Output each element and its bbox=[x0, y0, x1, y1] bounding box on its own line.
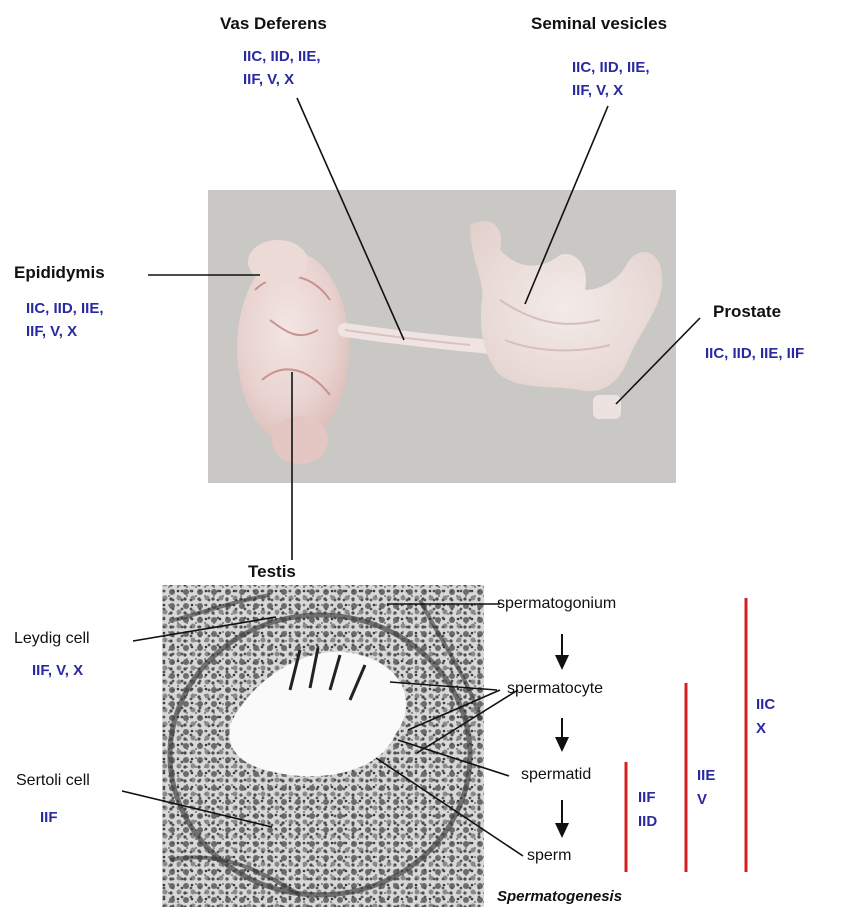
stage-sperm: sperm bbox=[527, 847, 571, 865]
seminal-vesicles-codes: IIC, IID, IIE, IIF, V, X bbox=[572, 56, 650, 102]
leydig-cell-codes: IIF, V, X bbox=[32, 659, 83, 682]
prostate-organ bbox=[593, 395, 621, 419]
epididymis-label: Epididymis bbox=[14, 263, 105, 283]
testis-histology bbox=[162, 585, 484, 907]
epididymis-codes: IIC, IID, IIE, IIF, V, X bbox=[26, 297, 104, 343]
stage-spermatocyte: spermatocyte bbox=[507, 680, 603, 698]
prostate-label: Prostate bbox=[713, 302, 781, 322]
stage-spermatogonium: spermatogonium bbox=[497, 595, 616, 613]
bar-long-codes: IIC X bbox=[756, 693, 775, 741]
stage-spermatid: spermatid bbox=[521, 766, 591, 784]
vas-deferens-label: Vas Deferens bbox=[220, 14, 327, 34]
prostate-codes: IIC, IID, IIE, IIF bbox=[705, 342, 804, 365]
testis-label: Testis bbox=[248, 562, 296, 582]
sertoli-cell-codes: IIF bbox=[40, 806, 58, 829]
spermatogenesis-title: Spermatogenesis bbox=[497, 888, 622, 905]
bar-middle-codes: IIE V bbox=[697, 764, 715, 812]
vas-deferens-codes: IIC, IID, IIE, IIF, V, X bbox=[243, 45, 321, 91]
sertoli-cell-label: Sertoli cell bbox=[16, 772, 90, 790]
dissection-photo bbox=[208, 190, 676, 483]
leydig-cell-label: Leydig cell bbox=[14, 630, 90, 648]
bar-short-codes: IIF IID bbox=[638, 786, 657, 834]
arrow-down-icon bbox=[555, 634, 569, 838]
seminal-vesicles-label: Seminal vesicles bbox=[531, 14, 667, 34]
